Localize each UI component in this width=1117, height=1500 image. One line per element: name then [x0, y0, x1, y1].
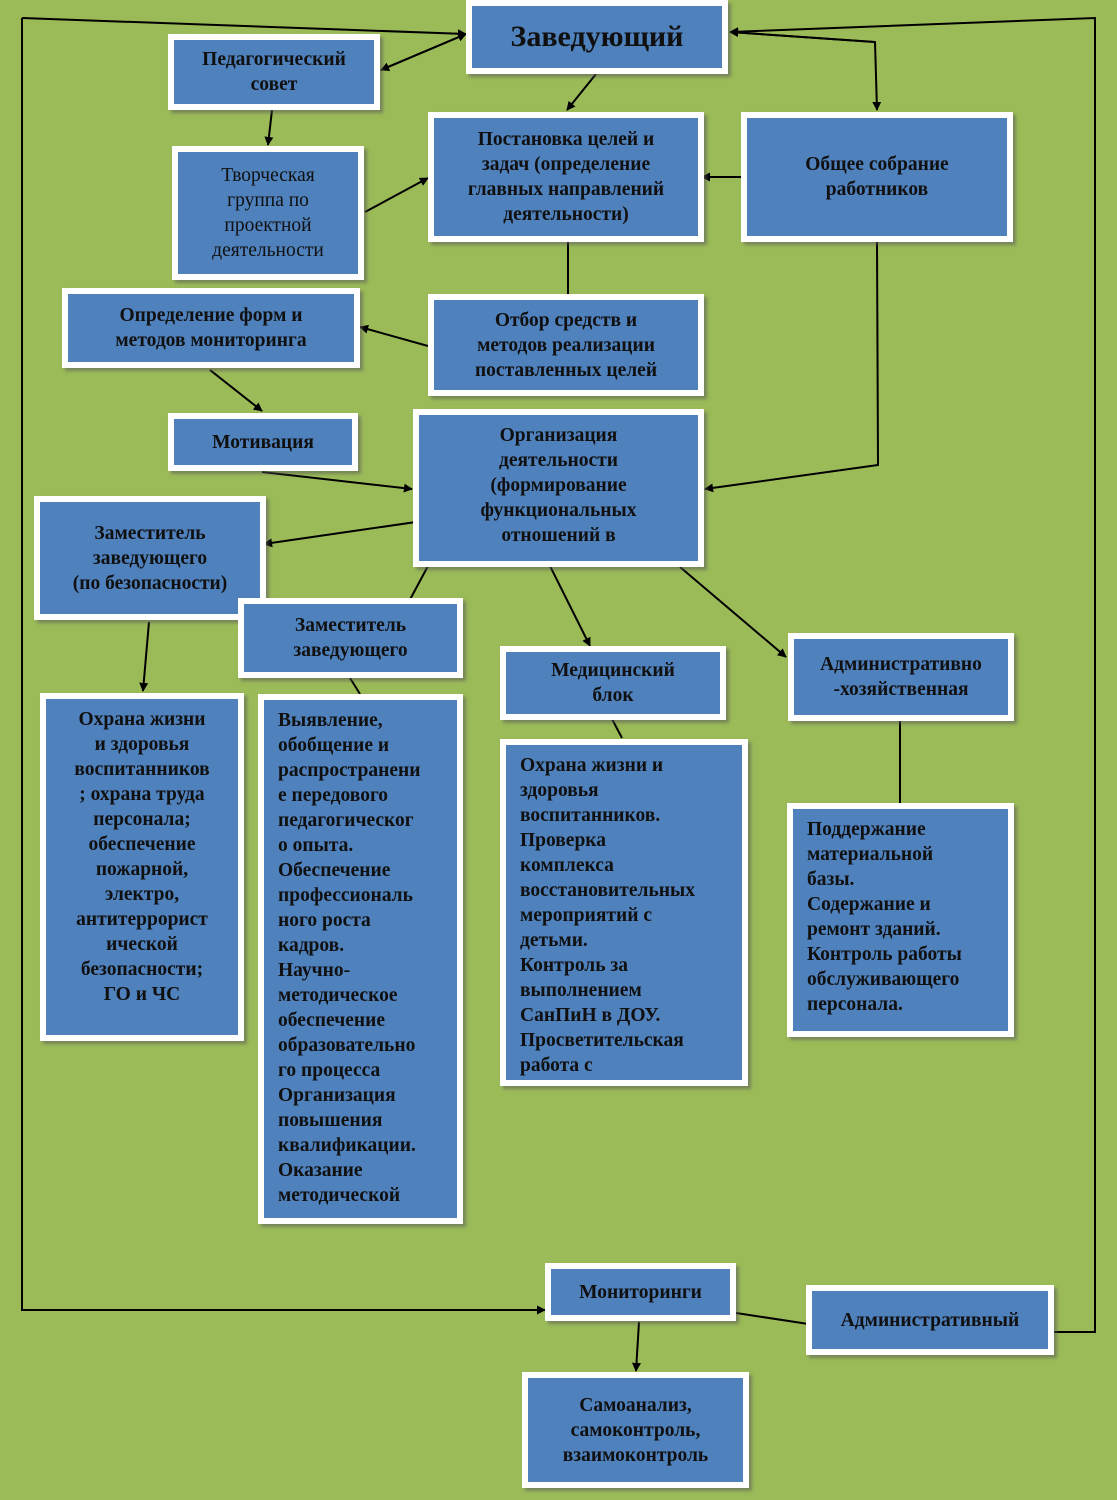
medical-tasks-text: Охрана жизни и здоровья воспитанников. П… — [520, 755, 695, 1076]
goals-label: Постановка целей и задач (определение гл… — [467, 129, 665, 225]
admin-tasks-text: Поддержание материальной базы. Содержани… — [807, 819, 962, 1015]
arrow-council-to-creative — [264, 109, 274, 146]
arrow-meeting-to-head — [729, 28, 876, 43]
monitoring-label: Мониторинги — [579, 1281, 702, 1303]
administrative-box: Административный — [806, 1285, 1054, 1355]
self-control-box: Самоанализ, самоконтроль, взаимоконтроль — [522, 1372, 749, 1488]
deputy-box: Заместитель заведующего — [238, 598, 463, 678]
deputy-tasks-text: Выявление, обобщение и распространени е … — [278, 710, 421, 1206]
organization-box: Организация деятельности (формирование ф… — [413, 409, 704, 567]
creative-group-box: Творческая группа по проектной деятельно… — [172, 146, 364, 280]
goals-box: Постановка целей и задач (определение гл… — [428, 112, 704, 242]
arrow-council-to-head — [380, 33, 467, 71]
motivation-box: Мотивация — [168, 413, 358, 471]
organization-label: Организация деятельности (формирование ф… — [480, 425, 637, 546]
means-selection-label: Отбор средств и методов реализации поста… — [474, 309, 658, 381]
arrow-meeting-to-organization — [704, 241, 880, 493]
admin-tasks-box: Поддержание материальной базы. Содержани… — [787, 803, 1014, 1037]
arrow-means-to-forms — [359, 324, 429, 347]
arrow-organization-to-admin-household — [679, 566, 787, 658]
forms-monitoring-box: Определение форм и методов мониторинга — [62, 288, 360, 368]
arrow-admin-loop-to-head — [729, 16, 1096, 1333]
general-meeting-box: Общее собрание работников — [741, 112, 1013, 242]
line-deputy-to-tasks — [349, 677, 361, 695]
arrow-deputy-safety-to-tasks — [139, 621, 150, 692]
admin-household-label: Административно -хозяйственная — [820, 654, 982, 700]
arrow-organization-to-deputy-safety — [263, 521, 417, 548]
head-label: Заведующий — [510, 20, 684, 53]
self-control-label: Самоанализ, самоконтроль, взаимоконтроль — [562, 1394, 709, 1466]
medical-tasks-box: Охрана жизни и здоровья воспитанников. П… — [500, 739, 748, 1086]
arrow-organization-to-medical — [546, 559, 591, 647]
monitoring-box: Мониторинги — [545, 1263, 736, 1321]
arrow-monitoring-to-self-control — [632, 1321, 641, 1372]
safety-tasks-text: Охрана жизни и здоровья воспитанников ; … — [74, 709, 210, 1005]
medical-block-label: Медицинский блок — [551, 660, 675, 706]
general-meeting-label: Общее собрание работников — [805, 154, 949, 200]
line-medical-to-tasks — [611, 718, 623, 739]
arrow-creative-to-goals — [364, 177, 429, 213]
safety-tasks-box: Охрана жизни и здоровья воспитанников ; … — [40, 693, 244, 1041]
arrow-motivation-to-organization — [261, 471, 413, 493]
admin-household-box: Административно -хозяйственная — [788, 633, 1014, 721]
arrow-left-loop-to-head — [21, 17, 467, 39]
deputy-safety-label: Заместитель заведующего (по безопасности… — [72, 522, 228, 594]
forms-monitoring-label: Определение форм и методов мониторинга — [115, 305, 307, 351]
arrow-head-to-meeting — [729, 31, 882, 111]
head-box: Заведующий — [466, 0, 728, 74]
arrow-left-loop-to-monitoring — [21, 18, 546, 1315]
deputy-tasks-box: Выявление, обобщение и распространени е … — [258, 694, 463, 1224]
arrow-head-to-goals — [566, 73, 597, 111]
deputy-label: Заместитель заведующего — [293, 615, 408, 661]
motivation-label: Мотивация — [212, 431, 314, 453]
ped-council-box: Педагогический совет — [168, 34, 380, 110]
arrow-forms-to-motivation — [209, 369, 263, 412]
administrative-label: Административный — [840, 1309, 1020, 1331]
medical-block-box: Медицинский блок — [500, 646, 726, 720]
arrow-monitoring-to-administrative — [722, 1310, 816, 1329]
means-selection-box: Отбор средств и методов реализации поста… — [428, 294, 704, 396]
creative-group-label: Творческая группа по проектной деятельно… — [212, 165, 324, 261]
deputy-safety-box: Заместитель заведующего (по безопасности… — [34, 496, 266, 620]
ped-council-label: Педагогический совет — [202, 49, 346, 95]
